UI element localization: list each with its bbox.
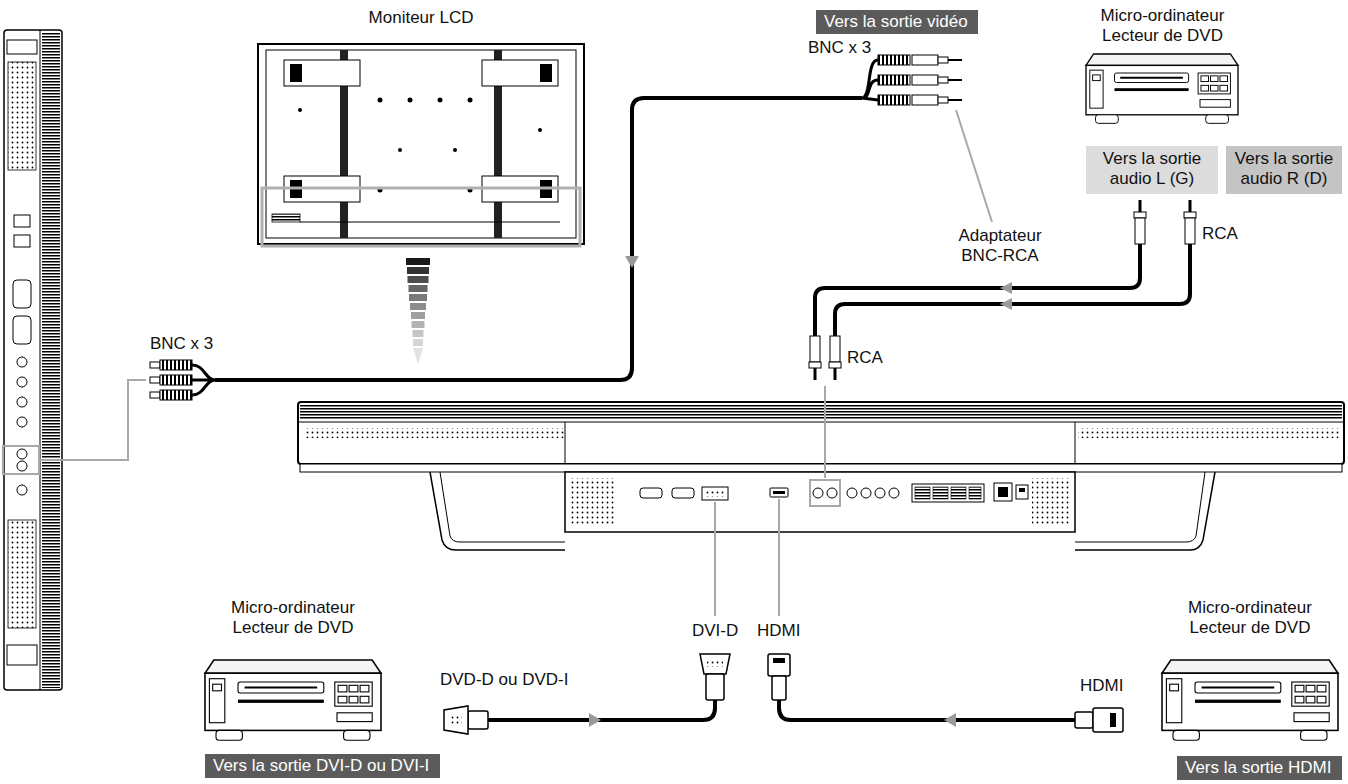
cable-label: DVD-D ou DVD-I: [440, 670, 568, 690]
view-arrow: [406, 258, 430, 364]
monitor-side-view: [3, 30, 146, 690]
connector-label: HDMI: [1080, 676, 1123, 696]
connector-label: HDMI: [757, 621, 800, 641]
output-tag: Vers la sortie audio R (D): [1226, 146, 1342, 194]
node-text: Vers la sortie HDMI: [1185, 758, 1334, 778]
connector-label: DVI-D: [692, 621, 738, 641]
monitor-back-view: [258, 44, 584, 246]
cable-label: RCA: [1202, 224, 1238, 244]
output-tag: Vers la sortie vidéo: [816, 10, 978, 34]
node-text: Vers la sortie audio R (D): [1230, 149, 1338, 188]
cable-label: BNC x 3: [808, 38, 871, 58]
cable-label: BNC x 3: [150, 334, 213, 354]
device: Micro-ordinateur Lecteur de DVD: [208, 598, 378, 744]
monitor-view: Moniteur LCD: [258, 8, 584, 248]
node-text: Vers la sortie audio L (G): [1090, 149, 1214, 188]
bnc-cable: [150, 55, 992, 400]
device: Micro-ordinateur Lecteur de DVD: [1165, 598, 1335, 744]
adapter-label: Adaptateur BNC-RCA: [948, 226, 1052, 267]
audio-cable: [809, 200, 1196, 478]
hdmi-cable: [768, 499, 1123, 732]
node-text: Moniteur LCD: [258, 8, 584, 28]
output-tag: Vers la sortie DVI-D ou DVI-I: [205, 754, 440, 778]
node-text: Micro-ordinateur Lecteur de DVD: [208, 598, 378, 639]
output-tag: Vers la sortie audio L (G): [1086, 146, 1218, 194]
node-text: Micro-ordinateur Lecteur de DVD: [1075, 6, 1250, 47]
node-text: Vers la sortie DVI-D ou DVI-I: [213, 756, 432, 776]
output-tag: Vers la sortie HDMI: [1177, 756, 1342, 780]
dvi-cable: [444, 502, 730, 734]
dvd-player: [205, 54, 1338, 740]
device: Micro-ordinateur Lecteur de DVD: [1075, 6, 1250, 132]
node-text: Micro-ordinateur Lecteur de DVD: [1165, 598, 1335, 639]
monitor-bottom-view: [298, 402, 1344, 550]
cable-label: RCA: [847, 348, 883, 368]
node-text: Vers la sortie vidéo: [824, 12, 970, 32]
